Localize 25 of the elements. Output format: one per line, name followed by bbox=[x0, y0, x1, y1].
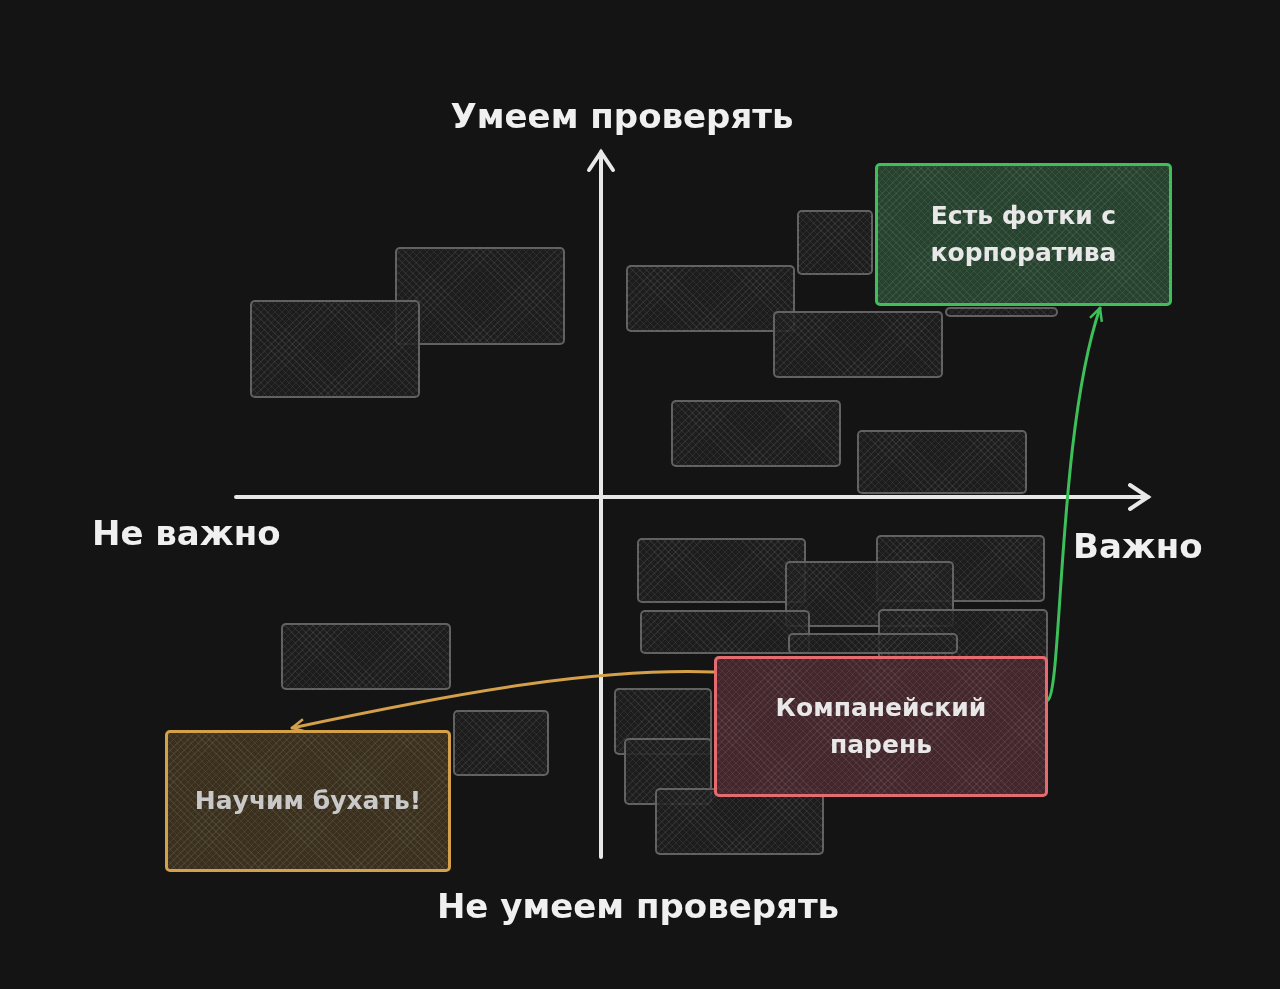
empty-card bbox=[945, 307, 1058, 317]
empty-card bbox=[250, 300, 420, 398]
card-text: Есть фотки с корпоратива bbox=[929, 200, 1118, 269]
empty-card bbox=[453, 710, 549, 776]
empty-card bbox=[626, 265, 795, 332]
arrow bbox=[1046, 306, 1104, 702]
empty-card bbox=[773, 311, 943, 378]
card bbox=[875, 163, 1172, 306]
card bbox=[165, 730, 451, 872]
empty-card bbox=[857, 430, 1027, 494]
empty-card bbox=[395, 247, 565, 345]
axis-label: Важно bbox=[1073, 526, 1203, 566]
empty-card bbox=[671, 400, 841, 467]
card-text: Компанейский парень bbox=[774, 692, 988, 761]
empty-card bbox=[640, 610, 810, 654]
axis-label: Не важно bbox=[92, 513, 281, 553]
card bbox=[714, 656, 1048, 797]
empty-card bbox=[797, 210, 873, 275]
empty-card bbox=[281, 623, 451, 690]
axis-label: Не умеем проверять bbox=[436, 886, 840, 926]
empty-card bbox=[788, 633, 958, 654]
empty-card bbox=[655, 788, 824, 855]
axis-label: Умеем проверять bbox=[450, 96, 794, 136]
card-text: Научим бухать! bbox=[193, 784, 423, 817]
empty-card bbox=[637, 538, 806, 603]
